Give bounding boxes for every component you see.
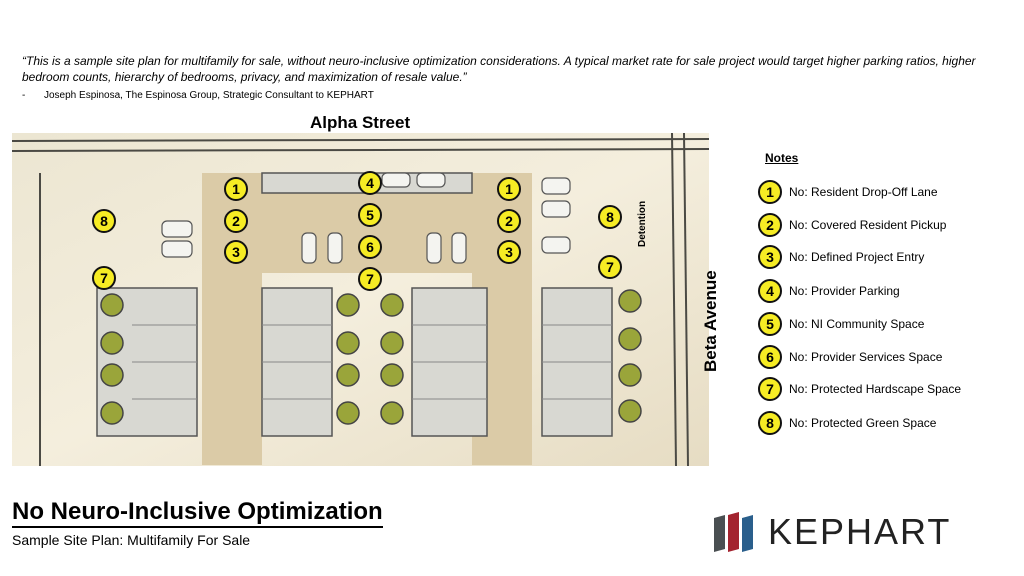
- alpha-street-label: Alpha Street: [310, 113, 411, 132]
- plan-marker-7-center: 7: [358, 267, 382, 291]
- note-number: 5: [758, 312, 782, 336]
- plan-marker-3-right: 3: [497, 240, 521, 264]
- plan-marker-1-right: 1: [497, 177, 521, 201]
- page-title: No Neuro-Inclusive Optimization: [12, 498, 383, 528]
- note-label: No: Resident Drop-Off Lane: [789, 185, 938, 199]
- note-label: No: Defined Project Entry: [789, 250, 925, 264]
- plan-marker-4: 4: [358, 171, 382, 195]
- note-number: 3: [758, 245, 782, 269]
- plan-marker-2-left: 2: [224, 209, 248, 233]
- plan-marker-1-left: 1: [224, 177, 248, 201]
- trees: [100, 289, 642, 425]
- beta-avenue-label: Beta Avenue: [701, 270, 720, 372]
- note-label: No: Protected Green Space: [789, 416, 937, 430]
- note-item: 1 No: Resident Drop-Off Lane: [758, 179, 938, 205]
- plan-marker-2-right: 2: [497, 209, 521, 233]
- note-number: 2: [758, 213, 782, 237]
- plan-marker-3-left: 3: [224, 240, 248, 264]
- note-item: 8 No: Protected Green Space: [758, 410, 936, 436]
- parking-stalls: [161, 172, 571, 264]
- attribution-text: Joseph Espinosa, The Espinosa Group, Str…: [44, 90, 374, 101]
- note-number: 7: [758, 377, 782, 401]
- kephart-logo-text: KEPHART: [768, 511, 952, 552]
- note-number: 8: [758, 411, 782, 435]
- quote-text: “This is a sample site plan for multifam…: [22, 54, 976, 84]
- attribution-dash: -: [22, 90, 26, 101]
- note-label: No: Protected Hardscape Space: [789, 382, 962, 396]
- kephart-logo-mark-icon: [714, 512, 753, 552]
- note-item: 4 No: Provider Parking: [758, 278, 900, 304]
- plan-marker-8-right: 8: [598, 205, 622, 229]
- notes-title: Notes: [765, 151, 799, 165]
- unit-dividers: [132, 324, 612, 400]
- note-label: No: Covered Resident Pickup: [789, 218, 947, 232]
- detention-label: Detention: [637, 200, 648, 247]
- quote-attribution: - Joseph Espinosa, The Espinosa Group, St…: [22, 90, 374, 101]
- plan-marker-7-right: 7: [598, 255, 622, 279]
- page-subtitle: Sample Site Plan: Multifamily For Sale: [12, 532, 251, 548]
- plan-marker-8-left: 8: [92, 209, 116, 233]
- kephart-logo: KEPHART: [714, 511, 952, 552]
- plan-marker-7-left: 7: [92, 266, 116, 290]
- plan-marker-5: 5: [358, 203, 382, 227]
- note-item: 2 No: Covered Resident Pickup: [758, 212, 946, 238]
- note-item: 5 No: NI Community Space: [758, 311, 924, 337]
- note-label: No: Provider Services Space: [789, 350, 943, 364]
- note-item: 6 No: Provider Services Space: [758, 344, 942, 370]
- note-label: No: NI Community Space: [789, 317, 925, 331]
- note-label: No: Provider Parking: [789, 284, 900, 298]
- note-number: 4: [758, 279, 782, 303]
- note-item: 7 No: Protected Hardscape Space: [758, 376, 961, 402]
- note-item: 3 No: Defined Project Entry: [758, 244, 924, 270]
- site-boundaries: [12, 133, 709, 466]
- note-number: 6: [758, 345, 782, 369]
- note-number: 1: [758, 180, 782, 204]
- plan-marker-6: 6: [358, 235, 382, 259]
- drive-aisles: [202, 173, 532, 465]
